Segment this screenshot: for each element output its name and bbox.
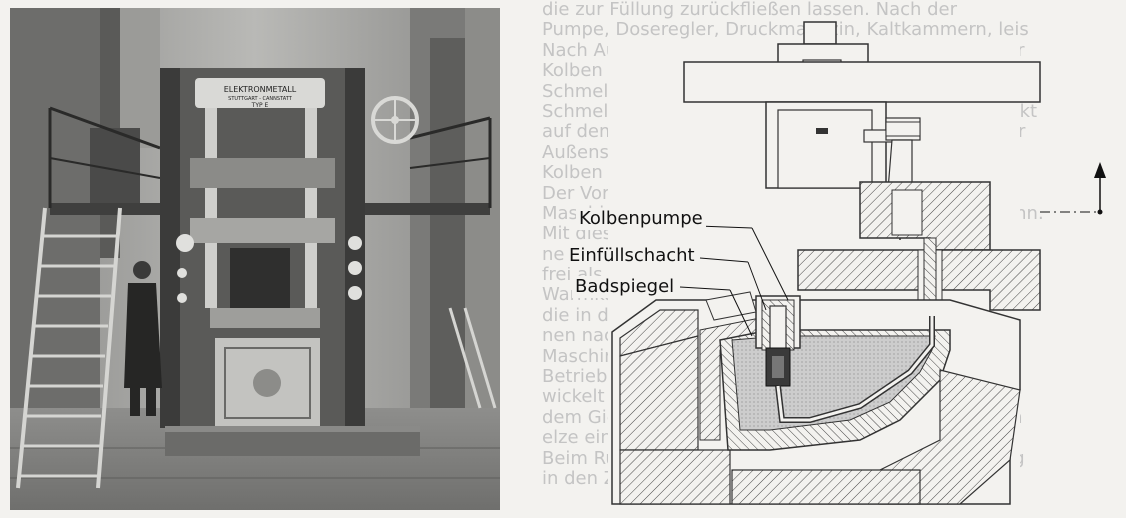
label-piston-pump: Kolbenpumpe	[576, 208, 706, 230]
machine-photo: ELEKTRONMETALL STUTTGART - CANNSTATT TYP…	[10, 8, 500, 510]
nameplate-line1: ELEKTRONMETALL	[224, 85, 297, 94]
cross-section-figure: die zur Füllung zurückfließen lassen. Na…	[520, 0, 1126, 518]
nameplate-line3: TYP E	[251, 102, 269, 109]
nameplate-line2: STUTTGART - CANNSTATT	[228, 96, 293, 102]
background-text-line: Pumpe, Doseregler, Druckmagazin, Kaltkam…	[542, 20, 1029, 41]
machine-photo-drawing: ELEKTRONMETALL STUTTGART - CANNSTATT TYP…	[10, 8, 500, 510]
background-text-line: die zur Füllung zurückfließen lassen. Na…	[542, 0, 958, 20]
label-fill-shaft: Einfüllschacht	[566, 245, 698, 267]
label-bath-level: Badspiegel	[572, 276, 678, 298]
cross-section-diagram	[608, 21, 1106, 518]
